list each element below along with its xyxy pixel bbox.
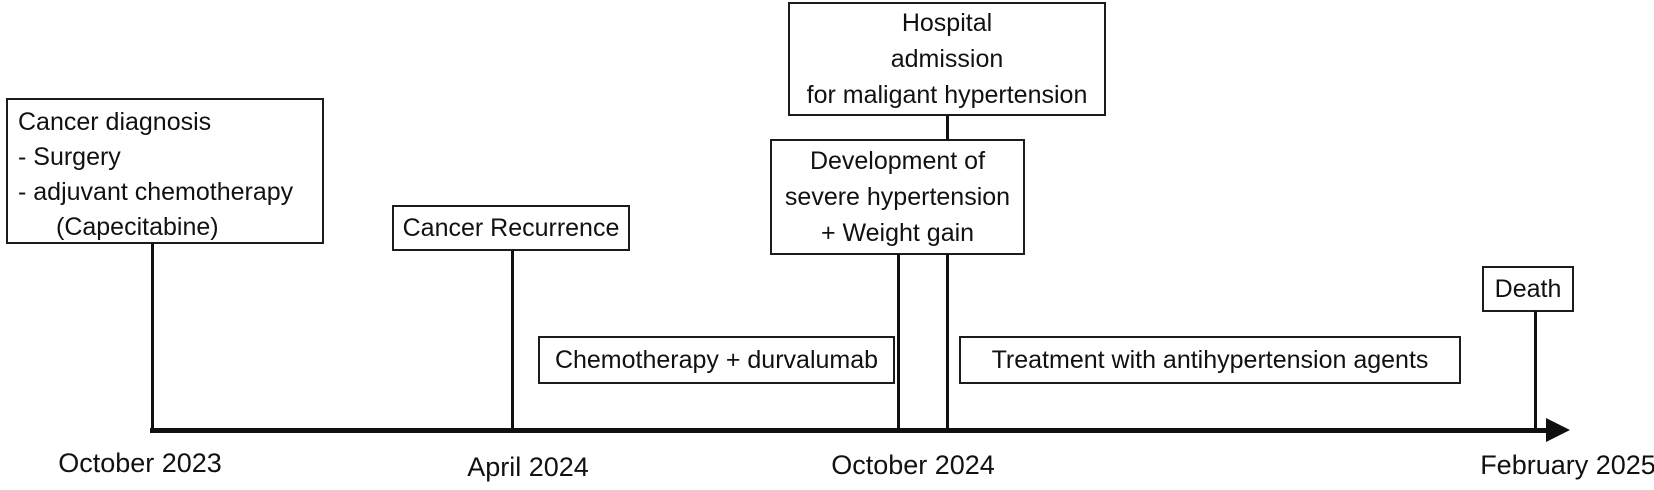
- recurrence-event-line: [511, 250, 514, 433]
- date-label-april-2024: April 2024: [467, 452, 589, 482]
- hospital-to-development-connector-line: [946, 116, 949, 140]
- death-label: Death: [1494, 274, 1562, 303]
- antihypertension-treatment-label: Treatment with antihypertension agents: [991, 345, 1429, 374]
- cancer-diagnosis-line1: Cancer diagnosis: [18, 108, 212, 136]
- cancer-diagnosis-box: Cancer diagnosis - Surgery - adjuvant ch…: [6, 98, 324, 244]
- diagnosis-event-line: [151, 243, 154, 433]
- date-label-october-2024: October 2024: [831, 450, 995, 480]
- chemotherapy-durvalumab-box: Chemotherapy + durvalumab: [538, 336, 895, 384]
- timeline-arrowhead-icon: [1546, 418, 1570, 442]
- death-box: Death: [1482, 266, 1574, 312]
- chemotherapy-durvalumab-label: Chemotherapy + durvalumab: [554, 345, 879, 374]
- hospital-admission-box: Hospital admission for maligant hyperten…: [788, 2, 1106, 116]
- hospital-admission-line3: for maligant hypertension: [806, 81, 1088, 109]
- severe-hypertension-line1: Development of: [809, 147, 986, 175]
- antihypertension-treatment-box: Treatment with antihypertension agents: [959, 336, 1461, 384]
- severe-hypertension-line2: severe hypertension: [784, 183, 1011, 211]
- timeline-axis-line: [150, 428, 1548, 433]
- death-event-line: [1534, 311, 1537, 433]
- cancer-diagnosis-line2: - Surgery: [18, 143, 121, 171]
- hospital-admission-line2: admission: [890, 45, 1004, 73]
- severe-hypertension-box: Development of severe hypertension + Wei…: [770, 139, 1025, 255]
- cancer-recurrence-label: Cancer Recurrence: [402, 213, 620, 242]
- hospital-admission-line1: Hospital: [901, 9, 993, 37]
- cancer-diagnosis-line4: (Capecitabine): [56, 213, 219, 241]
- severe-hypertension-line3: + Weight gain: [820, 219, 975, 247]
- cancer-diagnosis-line3: - adjuvant chemotherapy: [18, 178, 294, 206]
- date-label-october-2023: October 2023: [58, 448, 222, 478]
- cancer-recurrence-box: Cancer Recurrence: [392, 205, 630, 251]
- date-label-february-2025: February 2025: [1480, 450, 1654, 480]
- hospital-admission-event-line: [946, 254, 949, 433]
- hypertension-onset-event-line: [897, 254, 900, 433]
